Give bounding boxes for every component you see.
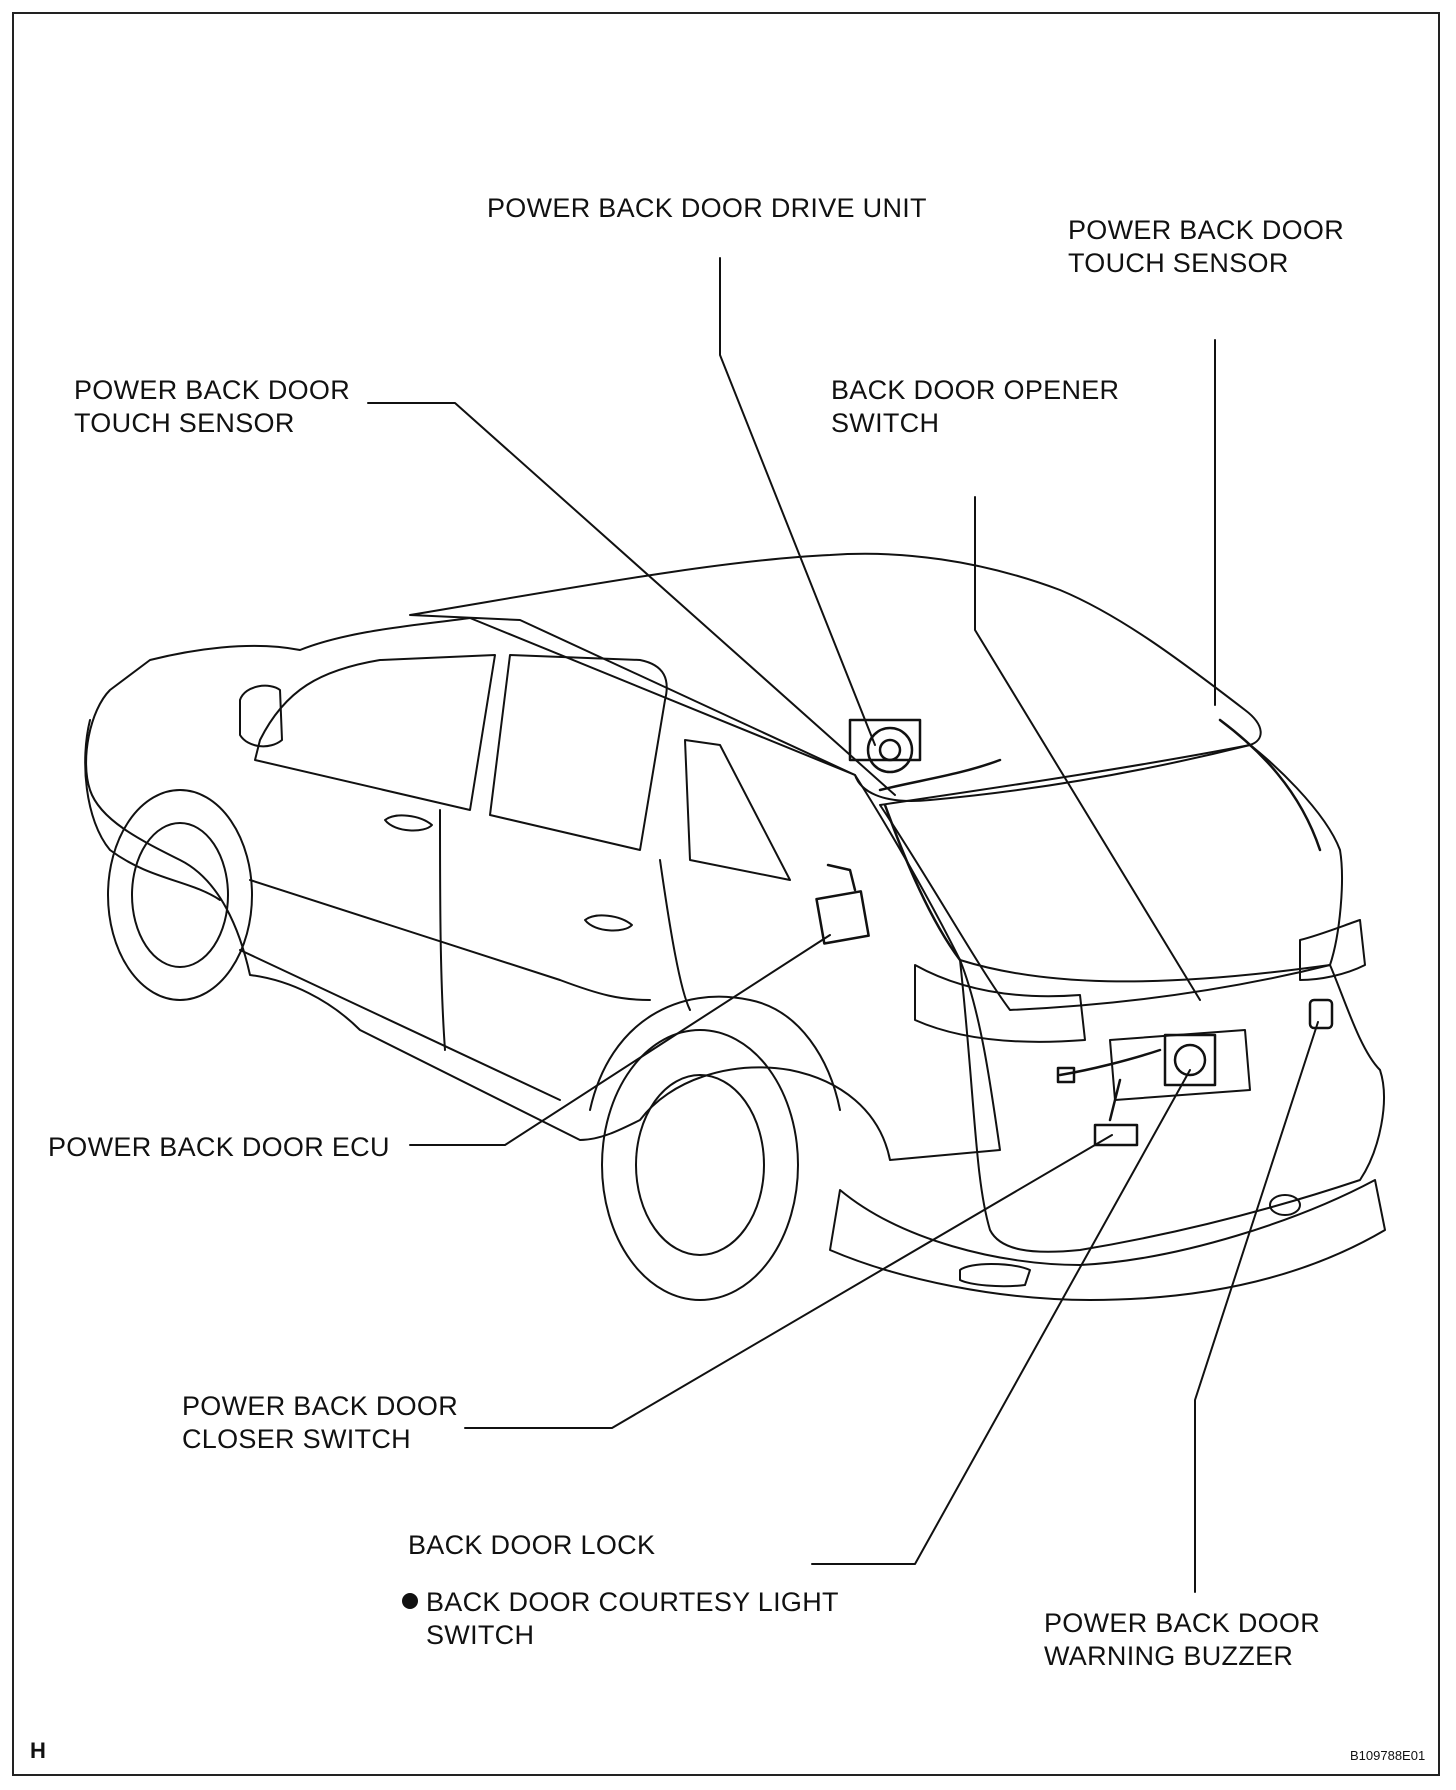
- rear-bumper: [829, 1179, 1386, 1301]
- door-seam-rear: [659, 859, 691, 1011]
- leader-ecu: [409, 934, 831, 1146]
- tail-light-right: [1299, 919, 1366, 981]
- exhaust-pipe: [1269, 1194, 1301, 1216]
- label-warning-buzzer-line2: WARNING BUZZER: [1044, 1641, 1294, 1671]
- label-courtesy-switch: BACK DOOR COURTESY LIGHT SWITCH: [402, 1586, 839, 1652]
- quarter-window: [684, 739, 791, 881]
- ecu-component: [815, 863, 870, 945]
- label-warning-buzzer-line1: POWER BACK DOOR: [1044, 1608, 1321, 1638]
- bumper-reflector: [959, 1263, 1031, 1288]
- body-side: [85, 617, 1001, 1161]
- label-touch-sensor-right: POWER BACK DOOR TOUCH SENSOR: [1068, 214, 1344, 280]
- corner-letter: H: [30, 1738, 46, 1763]
- closer-switch-component: [1093, 1078, 1139, 1147]
- label-courtesy-switch-line2: SWITCH: [426, 1620, 535, 1650]
- label-closer-switch: POWER BACK DOOR CLOSER SWITCH: [182, 1390, 458, 1456]
- rear-door-handle: [584, 914, 633, 932]
- label-touch-sensor-left-line1: POWER BACK DOOR: [74, 375, 351, 405]
- rear-wheel-rim: [635, 1074, 765, 1256]
- touch-sensor-strips: [883, 718, 1322, 962]
- label-touch-sensor-left-line2: TOUCH SENSOR: [74, 408, 295, 438]
- leader-opener-switch: [974, 496, 1201, 1001]
- label-opener-switch: BACK DOOR OPENER SWITCH: [831, 374, 1119, 440]
- license-plate: [1109, 1029, 1251, 1101]
- drive-unit-component: [848, 718, 1002, 792]
- front-wheel-rim: [131, 822, 229, 968]
- roof-outline: [409, 552, 1262, 802]
- label-touch-sensor-right-line1: POWER BACK DOOR: [1068, 215, 1345, 245]
- label-closer-switch-line1: POWER BACK DOOR: [182, 1391, 459, 1421]
- tail-light-left: [914, 964, 1086, 1043]
- door-seam-front: [439, 809, 446, 1051]
- front-wheel: [107, 789, 253, 1001]
- label-opener-switch-line1: BACK DOOR OPENER: [831, 375, 1120, 405]
- label-ecu: POWER BACK DOOR ECU: [48, 1132, 390, 1162]
- rear-glass: [879, 744, 1343, 1011]
- label-closer-switch-line2: CLOSER SWITCH: [182, 1424, 411, 1454]
- bullet-dot-icon: [402, 1593, 418, 1609]
- diagram-frame: [12, 12, 1440, 1776]
- front-fender: [84, 719, 221, 901]
- front-door-window: [254, 654, 496, 811]
- lock-component: [1056, 1033, 1217, 1087]
- label-door-lock: BACK DOOR LOCK: [408, 1530, 656, 1560]
- label-opener-switch-line2: SWITCH: [831, 408, 940, 438]
- leader-warning-buzzer: [1194, 1021, 1319, 1593]
- label-warning-buzzer: POWER BACK DOOR WARNING BUZZER: [1044, 1607, 1320, 1673]
- rocker-panel: [239, 949, 561, 1101]
- leader-touch-sensor-left: [367, 402, 896, 796]
- label-courtesy-switch-line1: BACK DOOR COURTESY LIGHT: [426, 1587, 839, 1617]
- side-mirror: [239, 684, 283, 748]
- leader-drive-unit: [719, 257, 876, 746]
- label-drive-unit: POWER BACK DOOR DRIVE UNIT: [487, 193, 927, 223]
- buzzer-component: [1308, 998, 1334, 1030]
- rear-door-window: [489, 654, 668, 851]
- label-touch-sensor-right-line2: TOUCH SENSOR: [1068, 248, 1289, 278]
- label-touch-sensor-left: POWER BACK DOOR TOUCH SENSOR: [74, 374, 350, 440]
- side-molding: [249, 879, 651, 1001]
- rear-body: [959, 959, 1385, 1253]
- front-door-handle: [384, 814, 433, 832]
- rear-wheel: [601, 1029, 799, 1301]
- leader-lines: [367, 257, 1319, 1593]
- rear-wheel-arch: [589, 995, 841, 1111]
- figure-code: B109788E01: [1350, 1748, 1426, 1763]
- leader-closer-switch: [464, 1134, 1113, 1429]
- leader-door-lock: [811, 1069, 1191, 1565]
